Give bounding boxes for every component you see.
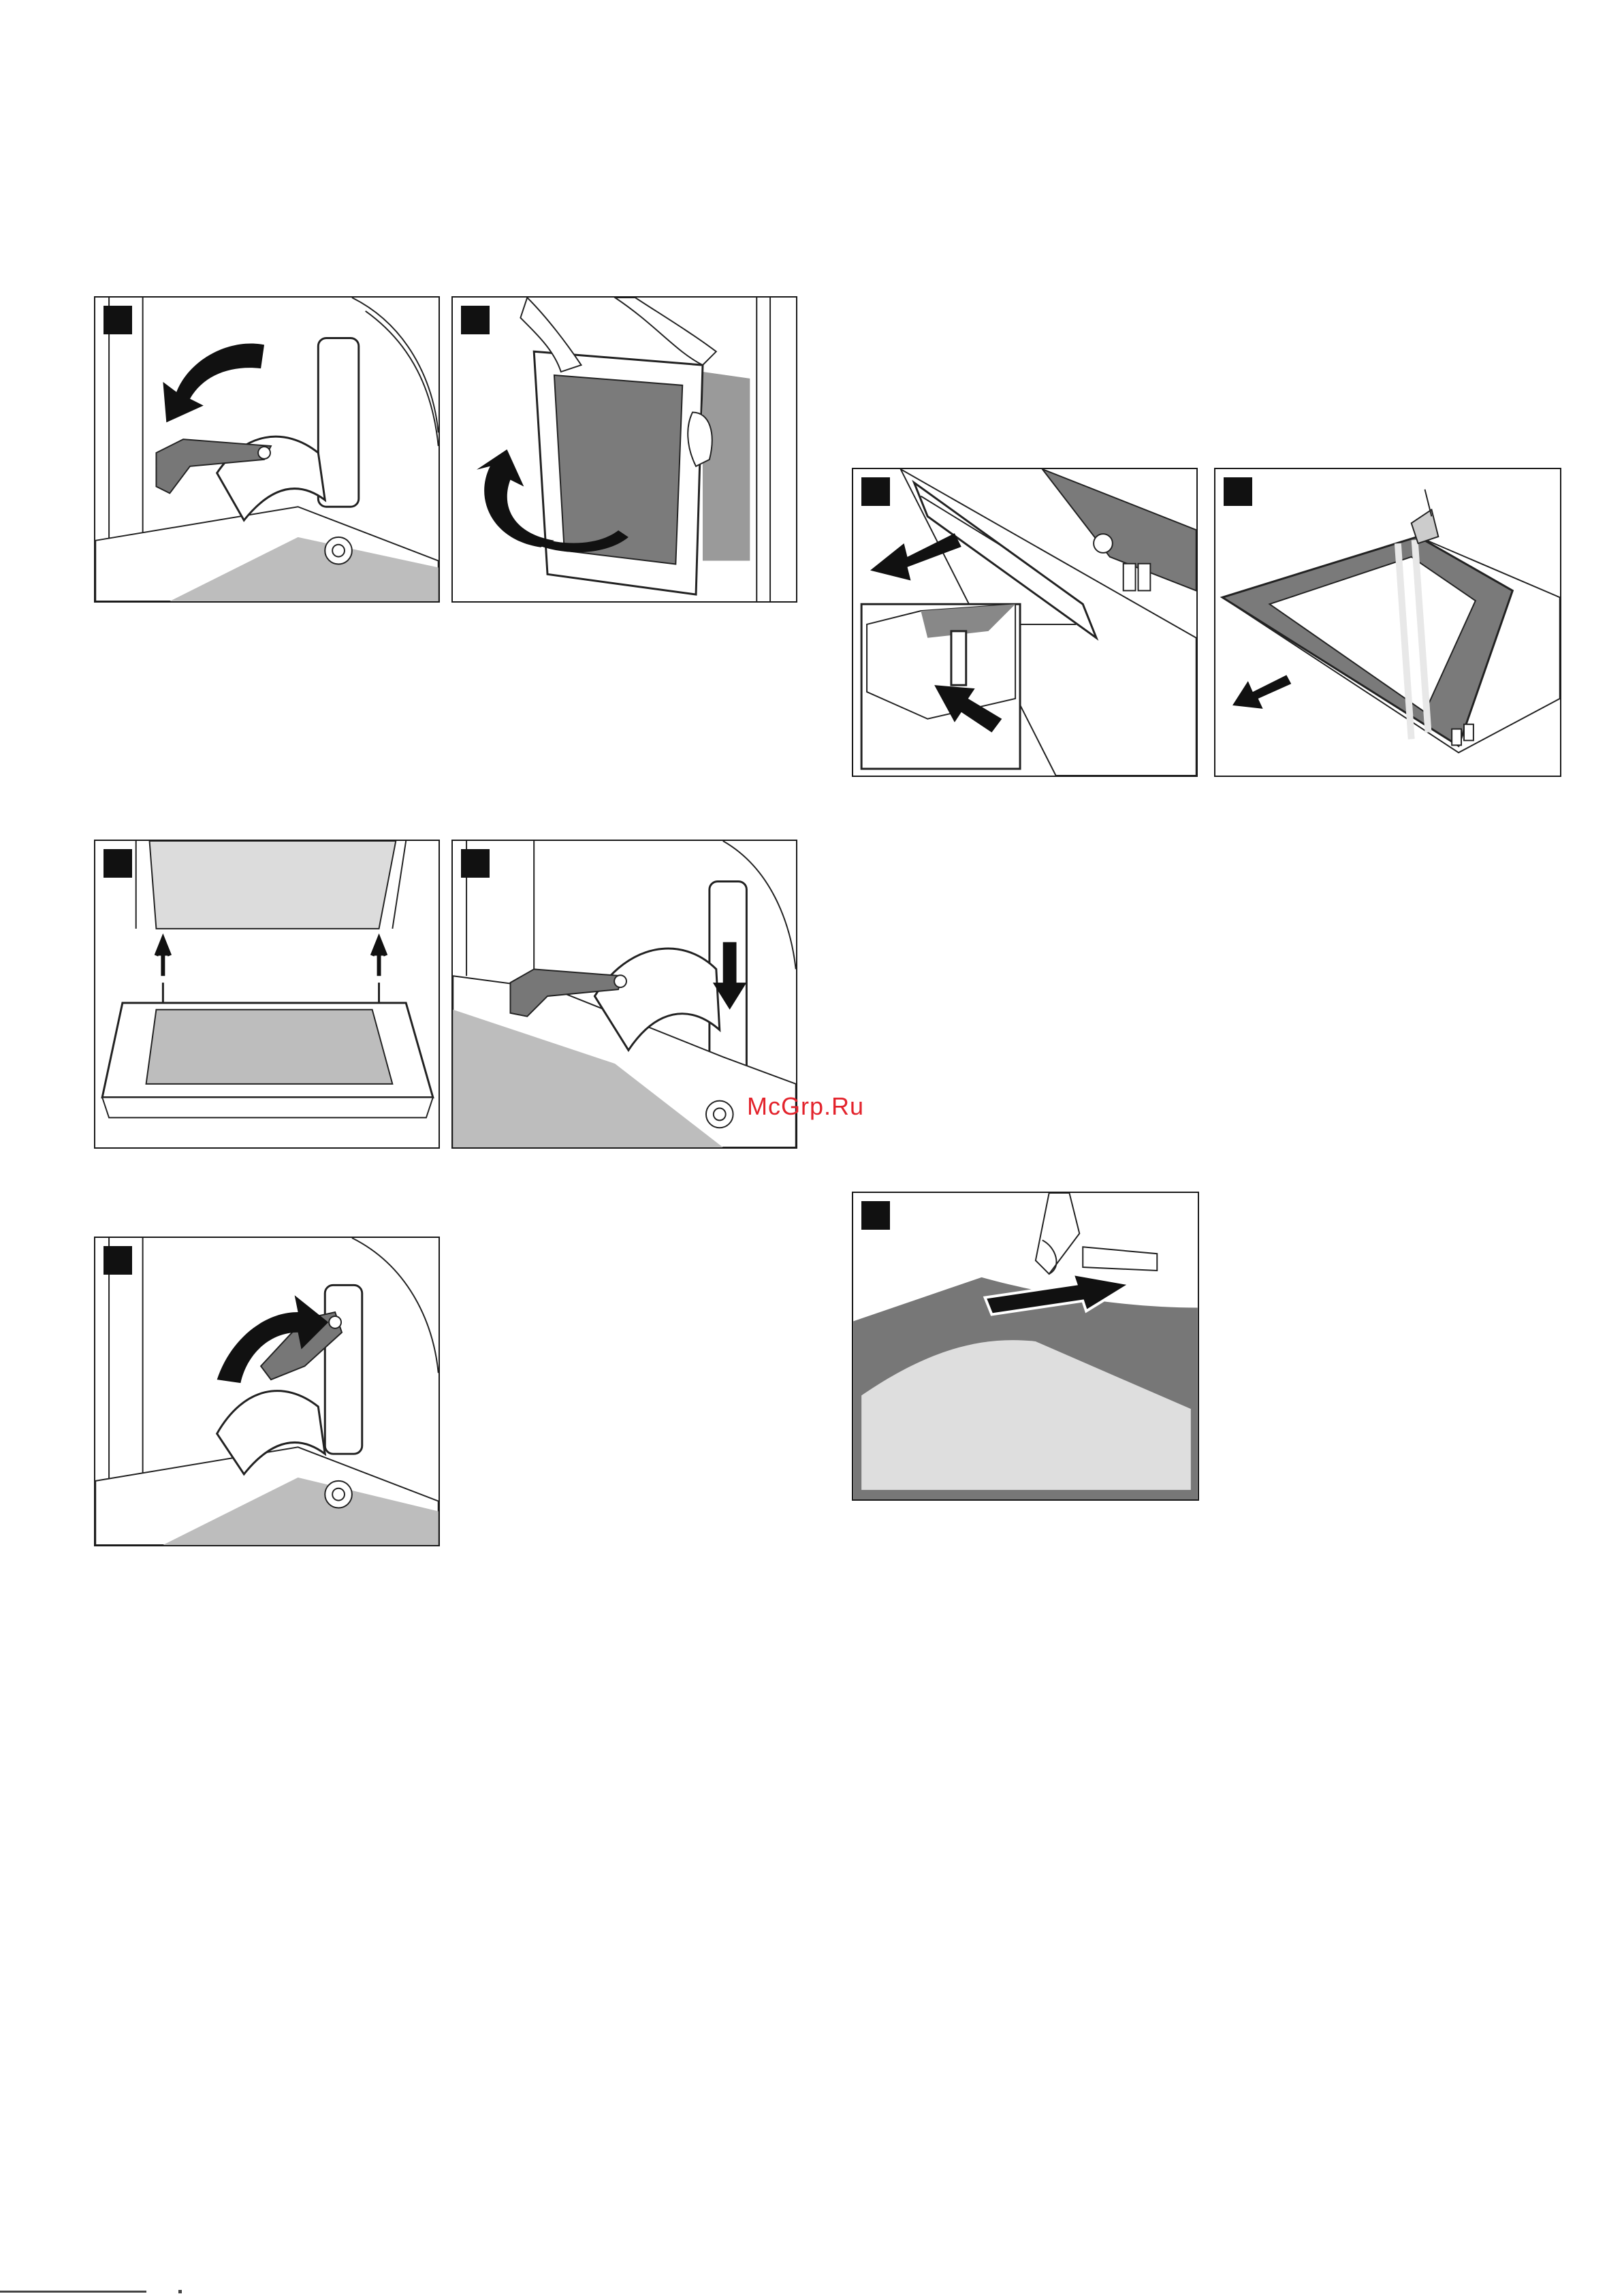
step-badge xyxy=(1224,477,1252,506)
hinge-lever-up-icon xyxy=(95,1238,439,1545)
step-badge xyxy=(861,1201,890,1230)
figure-hinge-lever-up xyxy=(94,1237,440,1546)
step-badge xyxy=(861,477,890,506)
footer-rule xyxy=(0,2291,146,2293)
step-badge xyxy=(461,849,490,878)
watermark: McGrp.Ru xyxy=(747,1092,864,1121)
step-badge xyxy=(461,306,490,334)
hinge-lever-down-icon xyxy=(95,298,439,601)
figure-glass-pane-remove xyxy=(1214,468,1561,777)
door-insert-hooks-icon xyxy=(95,841,439,1147)
step-badge xyxy=(104,306,132,334)
glass-pane-remove-icon xyxy=(1215,469,1560,776)
door-lift-off-icon xyxy=(453,298,796,601)
footer-dot xyxy=(178,2290,182,2293)
door-cover-release-icon xyxy=(853,469,1196,776)
figure-door-lift-off xyxy=(451,296,797,603)
figure-door-cover-release xyxy=(852,468,1198,777)
figure-hinge-lock-down xyxy=(451,840,797,1149)
figure-cover-slide-in xyxy=(852,1192,1199,1501)
hinge-lock-down-icon xyxy=(453,841,796,1147)
step-badge xyxy=(104,1246,132,1275)
step-badge xyxy=(104,849,132,878)
cover-slide-in-icon xyxy=(853,1193,1198,1499)
figure-hinge-lever-down xyxy=(94,296,440,603)
figure-door-insert-hooks xyxy=(94,840,440,1149)
